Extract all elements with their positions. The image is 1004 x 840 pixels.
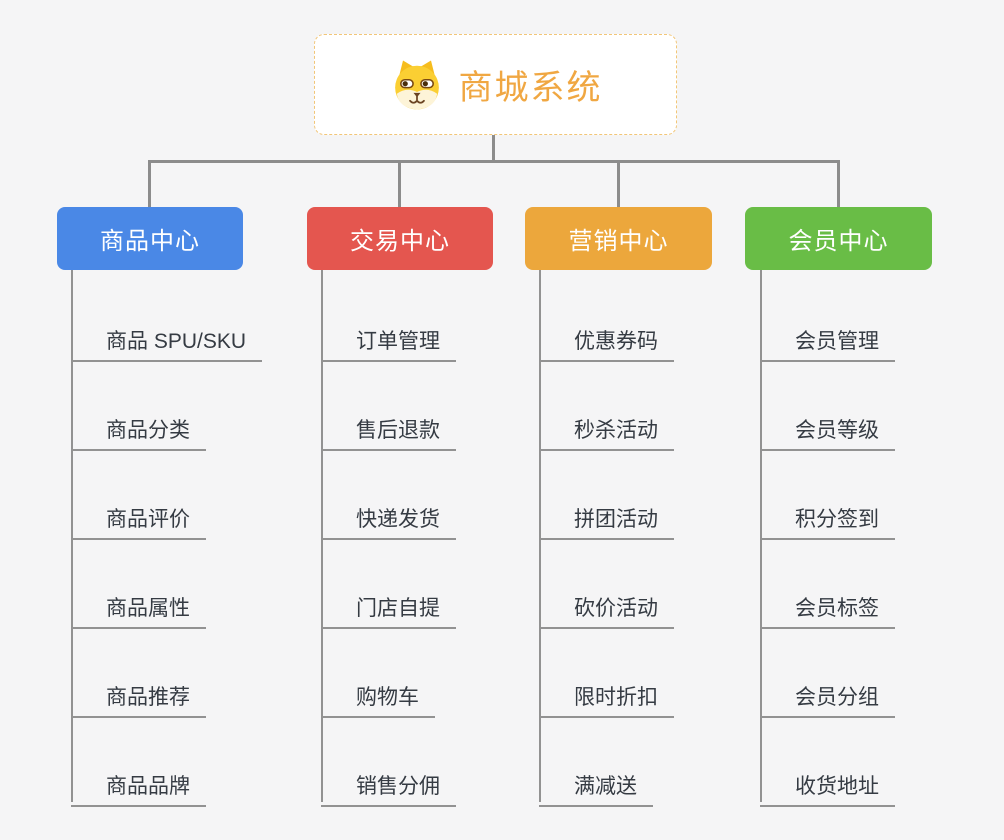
leaf-node[interactable]: 满减送: [539, 760, 653, 807]
leaf-node[interactable]: 砍价活动: [539, 582, 674, 629]
leaf-node[interactable]: 商品品牌: [71, 760, 206, 807]
leaf-column-trade: 订单管理 售后退款 快递发货 门店自提 购物车 销售分佣: [321, 270, 581, 807]
leaf-node[interactable]: 拼团活动: [539, 493, 674, 540]
leaf-node[interactable]: 订单管理: [321, 315, 456, 362]
leaf-column-marketing: 优惠券码 秒杀活动 拼团活动 砍价活动 限时折扣 满减送: [539, 270, 799, 807]
branch-label: 商品中心: [100, 228, 200, 255]
connector-column-line: [539, 270, 541, 802]
connector-drop-goods: [148, 160, 151, 208]
branch-node-marketing-center[interactable]: 营销中心: [525, 207, 712, 270]
leaf-node[interactable]: 商品推荐: [71, 671, 206, 718]
connector-column-line: [71, 270, 73, 802]
root-node[interactable]: 商城系统: [314, 34, 677, 135]
leaf-node[interactable]: 秒杀活动: [539, 404, 674, 451]
leaf-node[interactable]: 会员分组: [760, 671, 895, 718]
branch-node-member-center[interactable]: 会员中心: [745, 207, 932, 270]
leaf-node[interactable]: 商品分类: [71, 404, 206, 451]
connector-rail: [148, 160, 840, 163]
leaf-column-member: 会员管理 会员等级 积分签到 会员标签 会员分组 收货地址: [760, 270, 1004, 807]
leaf-node[interactable]: 会员管理: [760, 315, 895, 362]
connector-column-line: [321, 270, 323, 802]
branch-label: 交易中心: [350, 228, 450, 255]
connector-drop-marketing: [617, 160, 620, 208]
branch-label: 营销中心: [568, 228, 669, 255]
connector-column-line: [760, 270, 762, 802]
leaf-node[interactable]: 会员标签: [760, 582, 895, 629]
root-node-label: 商城系统: [458, 69, 603, 107]
leaf-column-goods: 商品 SPU/SKU 商品分类 商品评价 商品属性 商品推荐 商品品牌: [71, 270, 331, 807]
leaf-node[interactable]: 商品评价: [71, 493, 206, 540]
connector-drop-member: [837, 160, 840, 208]
leaf-node[interactable]: 商品属性: [71, 582, 206, 629]
leaf-node[interactable]: 会员等级: [760, 404, 895, 451]
leaf-node[interactable]: 购物车: [321, 671, 435, 718]
leaf-node[interactable]: 销售分佣: [321, 760, 456, 807]
branch-node-trade-center[interactable]: 交易中心: [307, 207, 493, 270]
branch-node-goods-center[interactable]: 商品中心: [57, 207, 243, 270]
connector-root-stub: [492, 133, 495, 162]
leaf-node[interactable]: 售后退款: [321, 404, 456, 451]
leaf-node[interactable]: 优惠券码: [539, 315, 674, 362]
leaf-node[interactable]: 商品 SPU/SKU: [71, 315, 263, 362]
dog-icon: [394, 60, 439, 109]
leaf-node[interactable]: 门店自提: [321, 582, 456, 629]
leaf-node[interactable]: 限时折扣: [539, 671, 674, 718]
branch-label: 会员中心: [788, 228, 889, 255]
connector-drop-trade: [398, 160, 401, 208]
leaf-node[interactable]: 收货地址: [760, 760, 895, 807]
leaf-node[interactable]: 积分签到: [760, 493, 895, 540]
leaf-node[interactable]: 快递发货: [321, 493, 456, 540]
